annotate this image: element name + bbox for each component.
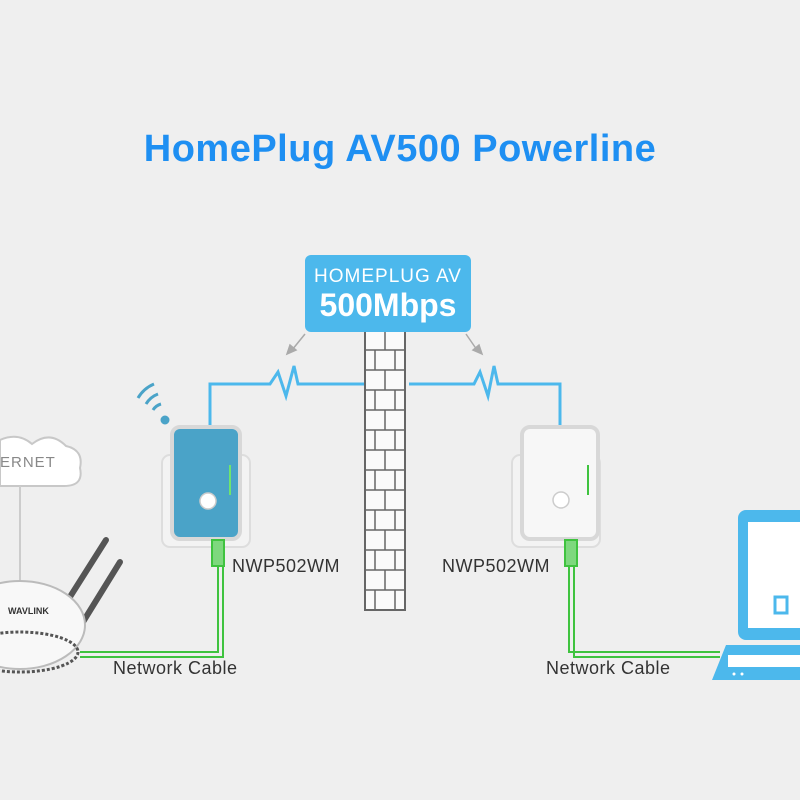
wifi-icon [136, 382, 170, 425]
device-right-model: NWP502WM [442, 556, 551, 576]
internet-cloud-icon [0, 435, 82, 487]
laptop-icon [712, 510, 800, 680]
device-left [161, 425, 251, 548]
cable-right-label: Network Cable [546, 658, 671, 678]
device-right [511, 425, 601, 548]
brick-wall-icon [364, 329, 406, 611]
cable-left-label: Network Cable [113, 658, 238, 678]
device-left-model: NWP502WM [232, 556, 341, 576]
homeplug-badge: HOMEPLUG AV 500Mbps [305, 255, 471, 332]
page-title: HomePlug AV500 Powerline [143, 128, 657, 170]
badge-protocol: HOMEPLUG AV [314, 266, 462, 287]
network-cable-left [80, 539, 225, 658]
router-icon: WAVLINK [0, 537, 123, 674]
svg-text:WAVLINK: WAVLINK [8, 606, 49, 616]
badge-arrows [285, 333, 484, 356]
network-cable-right [564, 539, 720, 658]
badge-speed: 500Mbps [319, 287, 457, 323]
internet-label: ERNET [0, 454, 56, 471]
